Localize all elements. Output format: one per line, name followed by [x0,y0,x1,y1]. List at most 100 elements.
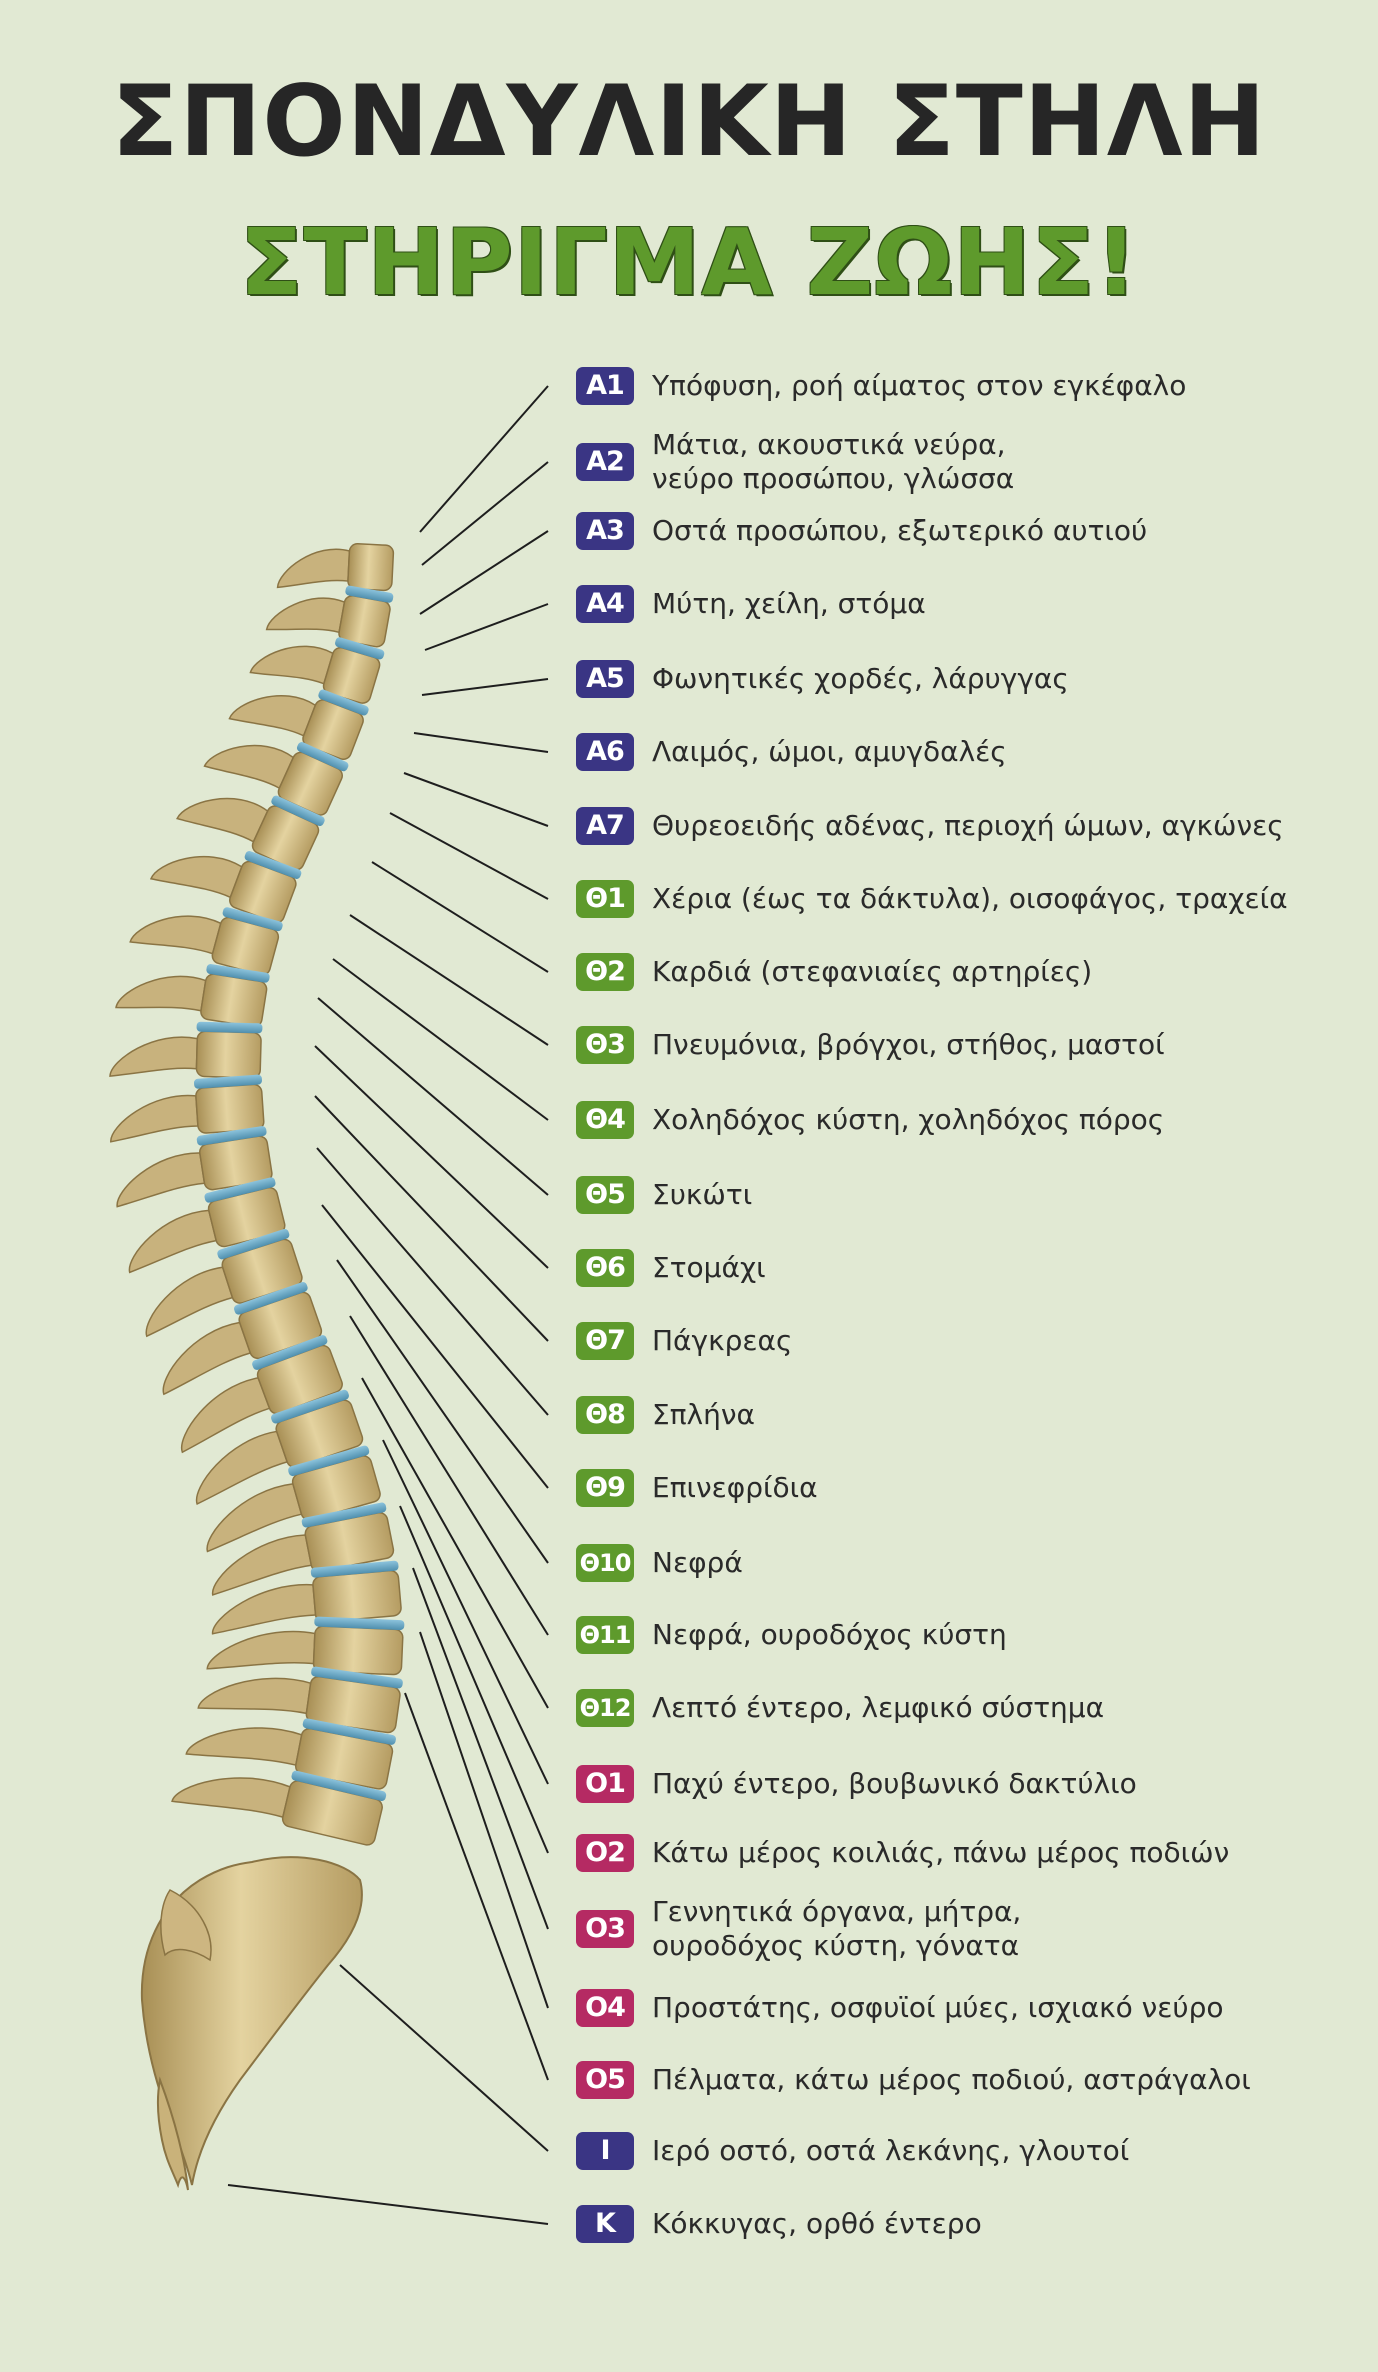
leader-line [321,1204,549,1489]
leader-line [421,461,549,566]
segment-code-badge: A1 [576,367,634,405]
segment-description: Υπόφυση, ροή αίματος στον εγκέφαλο [652,369,1186,403]
leader-line [227,2184,549,2225]
spinous-process [228,695,317,737]
vertebra [312,1569,402,1623]
segment-description: Χοληδόχος κύστη, χοληδόχος πόρος [652,1103,1164,1137]
segment-description-line: Προστάτης, οσφυϊοί μύες, ισχιακό νεύρο [652,1991,1224,2024]
segment-code-badge: Θ12 [576,1689,634,1727]
intervertebral-disc [271,1389,349,1424]
segment-description: Στομάχι [652,1251,766,1285]
leader-line [389,812,549,900]
segment-description: Νεφρά [652,1546,743,1580]
segment-description: Ιερό οστό, οστά λεκάνης, γλουτοί [652,2134,1129,2168]
leader-line [349,914,549,1046]
segment-code-badge: Θ2 [576,953,634,991]
segment-entry: Ο1 Παχύ έντερο, βουβωνικό δακτύλιο [576,1765,1366,1803]
segment-description: Σπλήνα [652,1398,755,1432]
segment-entry: A6 Λαιμός, ώμοι, αμυγδαλές [576,733,1366,771]
intervertebral-disc [288,1445,370,1477]
segment-description: Επινεφρίδια [652,1471,818,1505]
intervertebral-disc [296,742,349,772]
segment-entry: Θ8 Σπλήνα [576,1396,1366,1434]
segment-code-badge: Θ3 [576,1026,634,1064]
spinous-process [115,975,207,1012]
intervertebral-disc [314,1616,405,1631]
leader-line [403,772,549,827]
leader-line [339,1964,549,2152]
intervertebral-disc [196,1021,263,1034]
segment-code-badge: Θ8 [576,1396,634,1434]
segment-description-line: Επινεφρίδια [652,1471,818,1504]
leader-line [419,530,549,615]
segment-code-badge: Θ11 [576,1616,634,1654]
segment-description-line: Ιερό οστό, οστά λεκάνης, γλουτοί [652,2134,1130,2167]
segment-description-line: Φωνητικές χορδές, λάρυγγας [652,662,1069,695]
segment-code-badge: A2 [576,443,634,481]
segment-code-badge: Θ7 [576,1322,634,1360]
segment-description: Χέρια (έως τα δάκτυλα), οισοφάγος, τραχε… [652,882,1288,916]
leader-line [349,1315,549,1636]
segment-description-line: Συκώτι [652,1178,753,1211]
segment-description-line: Υπόφυση, ροή αίματος στον εγκέφαλο [652,369,1187,402]
leader-line [371,861,549,973]
poster-title: ΣΠΟΝΔΥΛΙΚΗ ΣΤΗΛΗ [111,65,1267,179]
segment-entry: Θ12 Λεπτό έντερο, λεμφικό σύστημα [576,1689,1366,1727]
leader-line [317,997,549,1196]
intervertebral-disc [291,1770,387,1802]
segment-description-line: Λαιμός, ώμοι, αμυγδαλές [652,735,1007,768]
segment-description: Πέλματα, κάτω μέρος ποδιού, αστράγαλοι [652,2063,1251,2097]
segment-code-badge: A6 [576,733,634,771]
segment-code-badge: A4 [576,585,634,623]
segment-code-badge: Κ [576,2205,634,2243]
leader-line [361,1377,549,1709]
segment-description: Πάγκρεας [652,1324,792,1358]
segment-code-badge: Θ1 [576,880,634,918]
spinous-process [197,1677,312,1715]
segment-description: Οστά προσώπου, εξωτερικό αυτιού [652,514,1147,548]
segment-description-line: Θυρεοειδής αδένας, περιοχή ώμων, αγκώνες [652,809,1284,842]
segment-code-badge: Ο3 [576,1910,634,1948]
segment-description-line: Πέλματα, κάτω μέρος ποδιού, αστράγαλοι [652,2063,1251,2096]
spinous-process [206,1630,316,1670]
segment-description-line: Λεπτό έντερο, λεμφικό σύστημα [652,1691,1105,1724]
leader-line [412,1567,549,1930]
spinous-process [206,1483,303,1553]
intervertebral-disc [206,964,270,983]
segment-description: Προστάτης, οσφυϊοί μύες, ισχιακό νεύρο [652,1991,1224,2025]
intervertebral-disc [194,1074,262,1089]
spinous-process [211,1584,317,1635]
segment-description: Θυρεοειδής αδένας, περιοχή ώμων, αγκώνες [652,809,1284,843]
segment-code-badge: Θ5 [576,1176,634,1214]
segment-description-line: Στομάχι [652,1251,766,1284]
segment-entry: Θ11 Νεφρά, ουροδόχος κύστη [576,1616,1366,1654]
leader-line [419,1631,549,2009]
segment-description-line: Καρδιά (στεφανιαίες αρτηρίες) [652,955,1093,988]
spinous-process [185,1727,303,1766]
segment-description-line: Μύτη, χείλη, στόμα [652,587,926,620]
leader-line [316,1147,549,1416]
intervertebral-disc [217,1228,290,1260]
intervertebral-disc [311,1666,403,1689]
segment-code-badge: Ο1 [576,1765,634,1803]
segment-description-line: Νεφρά, ουροδόχος κύστη [652,1618,1007,1651]
segment-description: Κάτω μέρος κοιλιάς, πάνω μέρος ποδιών [652,1836,1229,1870]
segment-entry: Θ7 Πάγκρεας [576,1322,1366,1360]
segment-code-badge: Ο5 [576,2061,634,2099]
segment-entry: Θ6 Στομάχι [576,1249,1366,1287]
segment-description: Μύτη, χείλη, στόμα [652,587,926,621]
segment-description: Πνευμόνια, βρόγχοι, στήθος, μαστοί [652,1028,1165,1062]
segment-description: Παχύ έντερο, βουβωνικό δακτύλιο [652,1767,1137,1801]
segment-code-badge: Θ6 [576,1249,634,1287]
intervertebral-disc [196,1126,267,1146]
pelvic-wing [160,1889,212,1962]
spinous-process [128,1209,218,1274]
spinous-process [109,1036,199,1077]
